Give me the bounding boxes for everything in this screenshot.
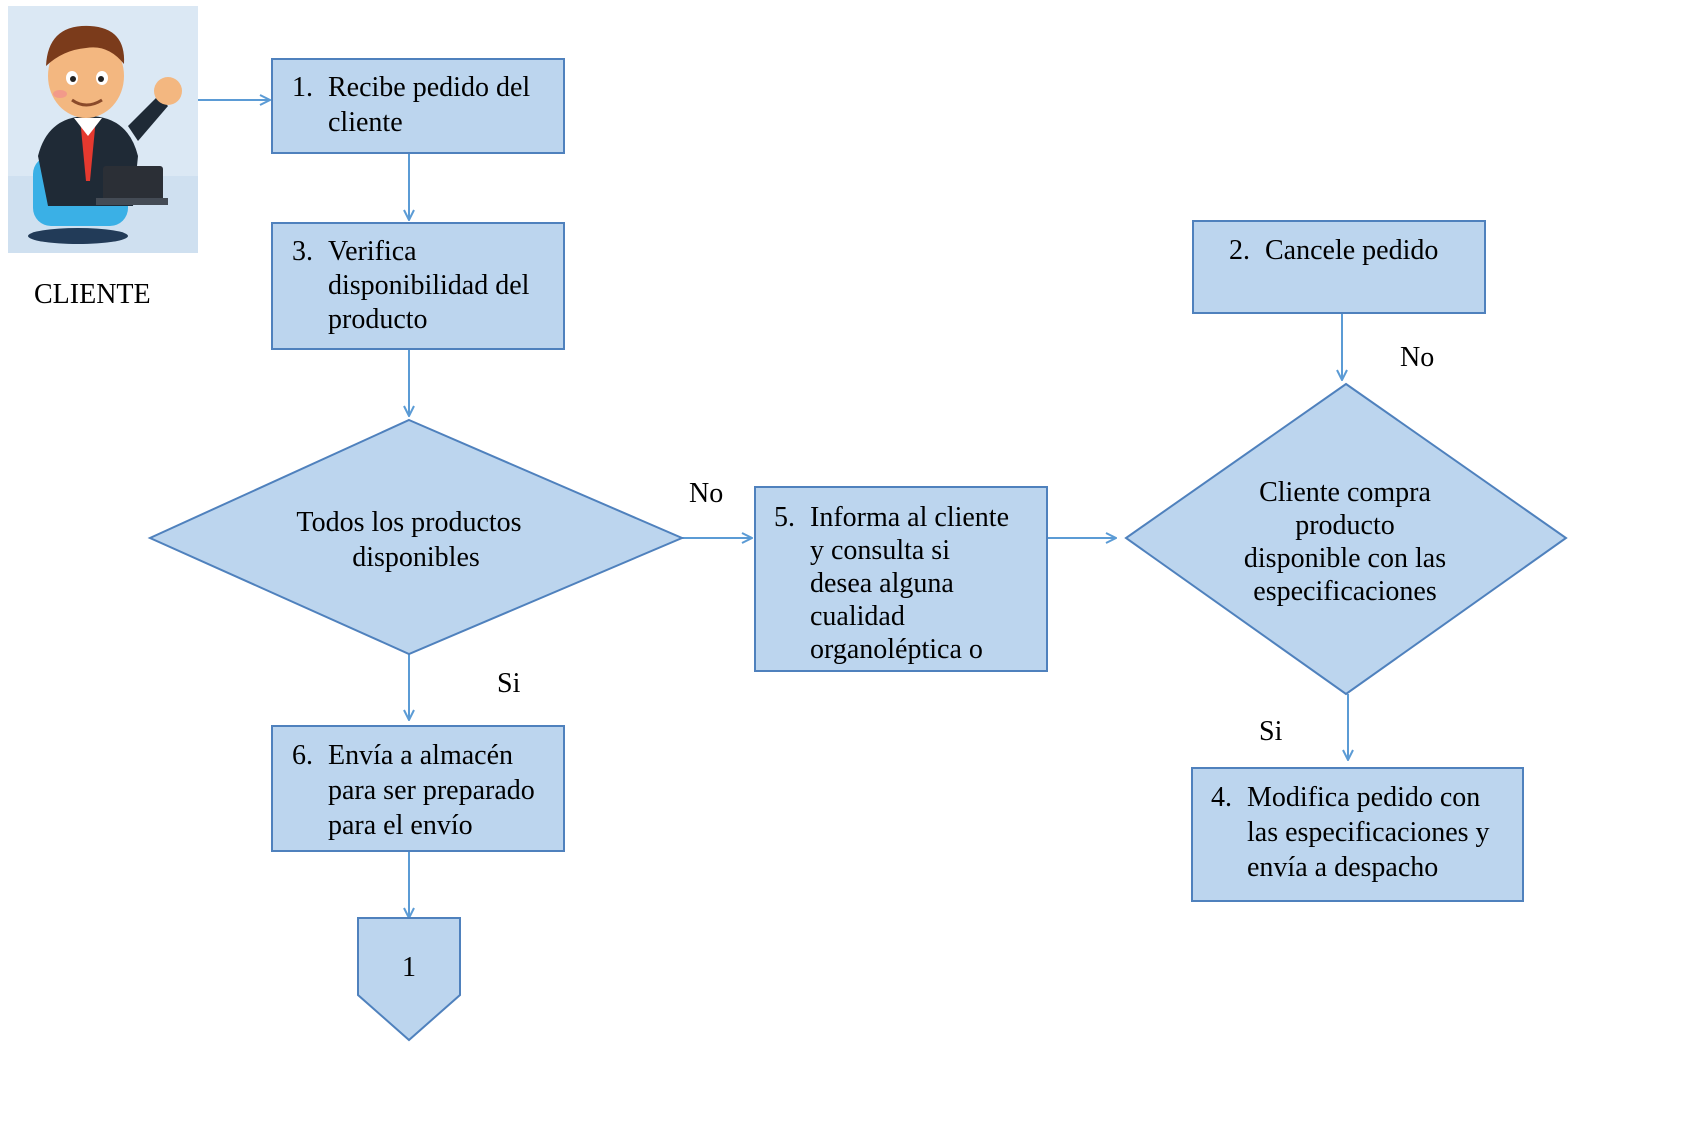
decision-shape-2 (1124, 382, 1568, 696)
step-3-text-line-2: disponibilidad del (328, 270, 530, 301)
offpage-connector-shape (357, 917, 461, 1042)
step-3-text-line-3: producto (328, 304, 428, 335)
step-6-box (271, 725, 565, 852)
step-1-text-line-1: Recibe pedido del (328, 72, 531, 103)
actor-label: CLIENTE (34, 279, 151, 310)
decision-1-text-line-1: Todos los productos (296, 507, 522, 538)
step-1-number: 1. (292, 72, 313, 103)
decision-2-text-line-1: Cliente compra (1259, 477, 1431, 508)
label-si-1: Si (497, 668, 521, 699)
label-no-1: No (689, 478, 724, 509)
step-3-number: 3. (292, 236, 313, 267)
step-4-text-line-3: envía a despacho (1247, 852, 1439, 883)
step-2-text-line-1: Cancele pedido (1265, 235, 1439, 266)
decision-2-text-line-2: producto (1295, 510, 1395, 541)
step-4-number: 4. (1211, 782, 1232, 813)
step-5-box: 5. Informa al cliente y consulta si dese… (754, 486, 1048, 672)
offpage-connector-label: 1 (402, 952, 416, 983)
decision-2-text-line-4: especificaciones (1253, 576, 1437, 607)
step-1-box (271, 58, 565, 154)
step-2-box (1192, 220, 1486, 314)
decision-shape-1 (147, 418, 685, 656)
step-2-number: 2. (1229, 235, 1250, 266)
step-6-text-line-1: Envía a almacén (328, 740, 514, 771)
label-si-2: Si (1259, 716, 1283, 747)
step-6-text-line-3: para el envío (328, 810, 473, 841)
step-6-text-line-2: para ser preparado (328, 775, 535, 806)
step-5-text-line-2: y consulta si (810, 535, 950, 566)
decision-1-text-line-2: disponibles (352, 542, 480, 573)
step-1-text-line-2: cliente (328, 107, 403, 138)
decision-2-text-line-3: disponible con las (1243, 543, 1447, 574)
step-4-text-line-2: las especificaciones y (1247, 817, 1490, 848)
step-5-text-line-1: Informa al cliente (810, 502, 1010, 533)
step-4-box (1191, 767, 1524, 902)
step-5-text-line-4: cualidad (810, 601, 905, 632)
step-3-box (271, 222, 565, 350)
businessman-icon (8, 6, 198, 253)
step-6-number: 6. (292, 740, 313, 771)
label-no-2: No (1400, 342, 1435, 373)
step-5-number: 5. (774, 502, 795, 533)
step-4-text-line-1: Modifica pedido con (1247, 782, 1481, 813)
step-5-text-line-5: organoléptica o (810, 634, 983, 665)
step-3-text-line-1: Verifica (328, 236, 417, 267)
step-5-text-line-3: desea alguna (810, 568, 954, 599)
